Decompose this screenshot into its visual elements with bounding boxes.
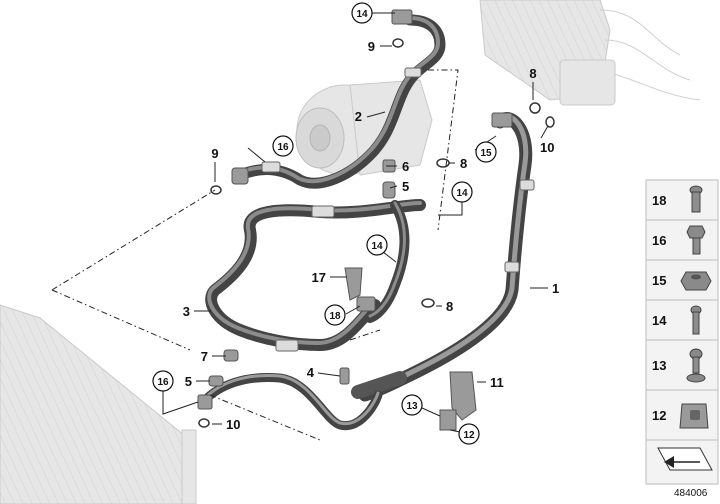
clip-nut-icon xyxy=(679,403,709,429)
callout-2: 2 xyxy=(355,109,362,124)
callout-4: 4 xyxy=(307,365,315,380)
callout-labels: 14 9 2 8 10 15 16 9 6 5 8 14 14 17 1 3 1… xyxy=(152,2,559,445)
callout-15: 15 xyxy=(475,141,497,163)
callout-label: 18 xyxy=(329,311,341,322)
screw-icon xyxy=(690,305,702,335)
hose-3 xyxy=(205,199,426,352)
callout-3: 3 xyxy=(183,304,190,319)
callout-17: 17 xyxy=(312,270,326,285)
callout-label: 14 xyxy=(456,188,468,199)
callout-16-lower: 16 xyxy=(152,370,174,392)
callout-12: 12 xyxy=(458,423,480,445)
leader-lines xyxy=(162,12,549,433)
legend-row-15: 15 xyxy=(645,259,719,301)
callout-8-top: 8 xyxy=(529,66,536,81)
document-number: 484006 xyxy=(674,488,708,499)
callout-7: 7 xyxy=(201,349,208,364)
hex-bolt-icon xyxy=(686,225,706,255)
callout-18: 18 xyxy=(324,304,346,326)
callout-5-top: 5 xyxy=(402,179,409,194)
legend-row-13: 13 xyxy=(645,339,719,391)
small-parts xyxy=(198,38,555,431)
evaporator-ghost xyxy=(479,0,701,106)
hex-nut-icon xyxy=(680,271,712,291)
callout-label: 14 xyxy=(371,241,383,252)
callout-14-mid: 14 xyxy=(366,234,388,256)
callout-8-lower: 8 xyxy=(446,299,453,314)
legend-label: 13 xyxy=(652,358,666,373)
callout-9-left: 9 xyxy=(211,146,218,161)
callout-14-top: 14 xyxy=(351,2,373,24)
callout-label: 15 xyxy=(480,148,492,159)
legend-label: 15 xyxy=(652,273,666,288)
callout-label: 16 xyxy=(157,377,169,388)
legend-row-14: 14 xyxy=(645,299,719,341)
callout-13: 13 xyxy=(401,394,423,416)
callout-6: 6 xyxy=(402,159,409,174)
callout-10-top: 10 xyxy=(540,140,554,155)
legend-row-18: 18 xyxy=(645,179,719,221)
callout-label: 13 xyxy=(406,401,418,412)
hose-2 xyxy=(231,9,446,189)
pipe-bottom xyxy=(197,349,383,431)
callout-14-right: 14 xyxy=(451,181,473,203)
callout-5-lower: 5 xyxy=(185,374,192,389)
condenser-ghost xyxy=(0,304,197,504)
legend-row-12: 12 xyxy=(645,389,719,441)
legend-footer: 484006 xyxy=(645,439,719,499)
pipe-1 xyxy=(351,112,535,402)
callout-9-top: 9 xyxy=(368,39,375,54)
direction-arrow-icon xyxy=(657,447,713,471)
callout-1: 1 xyxy=(552,281,559,296)
legend-label: 16 xyxy=(652,233,666,248)
flange-bolt-icon xyxy=(686,348,706,383)
callout-10-lower: 10 xyxy=(226,417,240,432)
callout-16-top: 16 xyxy=(272,135,294,157)
legend-row-16: 16 xyxy=(645,219,719,261)
legend-label: 14 xyxy=(652,313,667,328)
legend-label: 12 xyxy=(652,408,666,423)
assembly-outlines xyxy=(51,69,459,441)
callout-label: 16 xyxy=(277,142,289,153)
callout-label: 14 xyxy=(356,9,368,20)
callout-8-mid: 8 xyxy=(460,156,467,171)
fastener-legend: 18 16 15 14 xyxy=(645,179,719,499)
legend-label: 18 xyxy=(652,193,666,208)
callout-label: 12 xyxy=(463,430,475,441)
callout-11: 11 xyxy=(490,375,504,390)
bolt-with-washer-icon xyxy=(689,185,703,213)
